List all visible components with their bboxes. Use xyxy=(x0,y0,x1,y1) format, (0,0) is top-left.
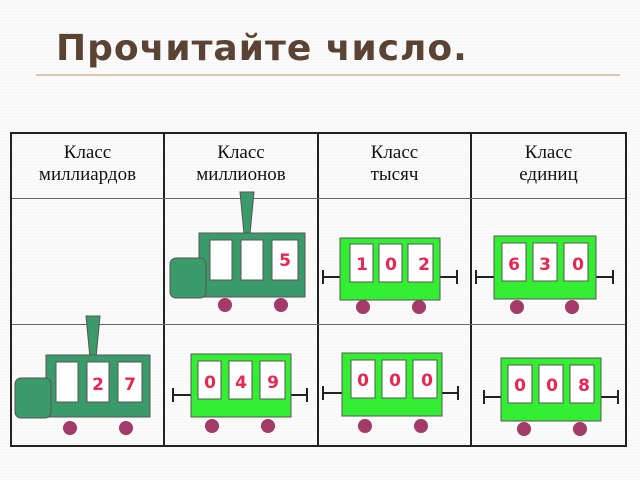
wheel xyxy=(274,298,288,312)
digit: 0 xyxy=(357,371,369,391)
digit: 1 xyxy=(356,255,368,275)
column-divider xyxy=(470,134,472,445)
wheel xyxy=(119,421,133,435)
digit: 6 xyxy=(508,255,520,275)
wheel xyxy=(205,419,219,433)
locomotive-digit: 5 xyxy=(279,251,291,271)
wheel xyxy=(412,300,426,314)
digit: 0 xyxy=(385,255,397,275)
wheel xyxy=(356,300,370,314)
wheel xyxy=(510,300,524,314)
wagon-units-row1: 6 3 0 xyxy=(475,235,614,314)
wheel xyxy=(565,300,579,314)
digit: 7 xyxy=(124,375,136,395)
wheel xyxy=(63,421,77,435)
title-underline xyxy=(36,74,620,76)
wheel xyxy=(573,422,587,436)
digit: 0 xyxy=(514,376,526,396)
digit: 0 xyxy=(572,255,584,275)
column-divider xyxy=(163,134,165,445)
wagon-thousands-row1: 1 0 2 xyxy=(322,237,458,314)
wheel xyxy=(414,419,428,433)
wheel xyxy=(358,419,372,433)
wheel xyxy=(218,298,232,312)
page-title: Прочитайте число. xyxy=(56,28,468,69)
wagon-thousands-row2: 0 0 0 xyxy=(322,352,459,433)
digit: 0 xyxy=(546,376,558,396)
locomotive-billions: 2 7 xyxy=(14,315,151,435)
digit: 0 xyxy=(421,371,433,391)
digit: 2 xyxy=(418,255,430,275)
header-divider xyxy=(12,198,625,199)
digit: 9 xyxy=(267,373,279,393)
digit: 8 xyxy=(578,376,590,396)
wagon-units-row2: 0 0 8 xyxy=(483,357,619,436)
locomotive-millions: 5 xyxy=(169,191,306,312)
digit: 0 xyxy=(204,373,216,393)
digit: 3 xyxy=(539,255,551,275)
column-divider xyxy=(317,134,319,445)
digit: 4 xyxy=(235,373,247,393)
wagon-millions-row2: 0 4 9 xyxy=(172,353,308,433)
digit: 0 xyxy=(389,371,401,391)
row-divider xyxy=(12,324,625,325)
digit: 2 xyxy=(92,375,104,395)
wheel xyxy=(261,419,275,433)
wheel xyxy=(517,422,531,436)
